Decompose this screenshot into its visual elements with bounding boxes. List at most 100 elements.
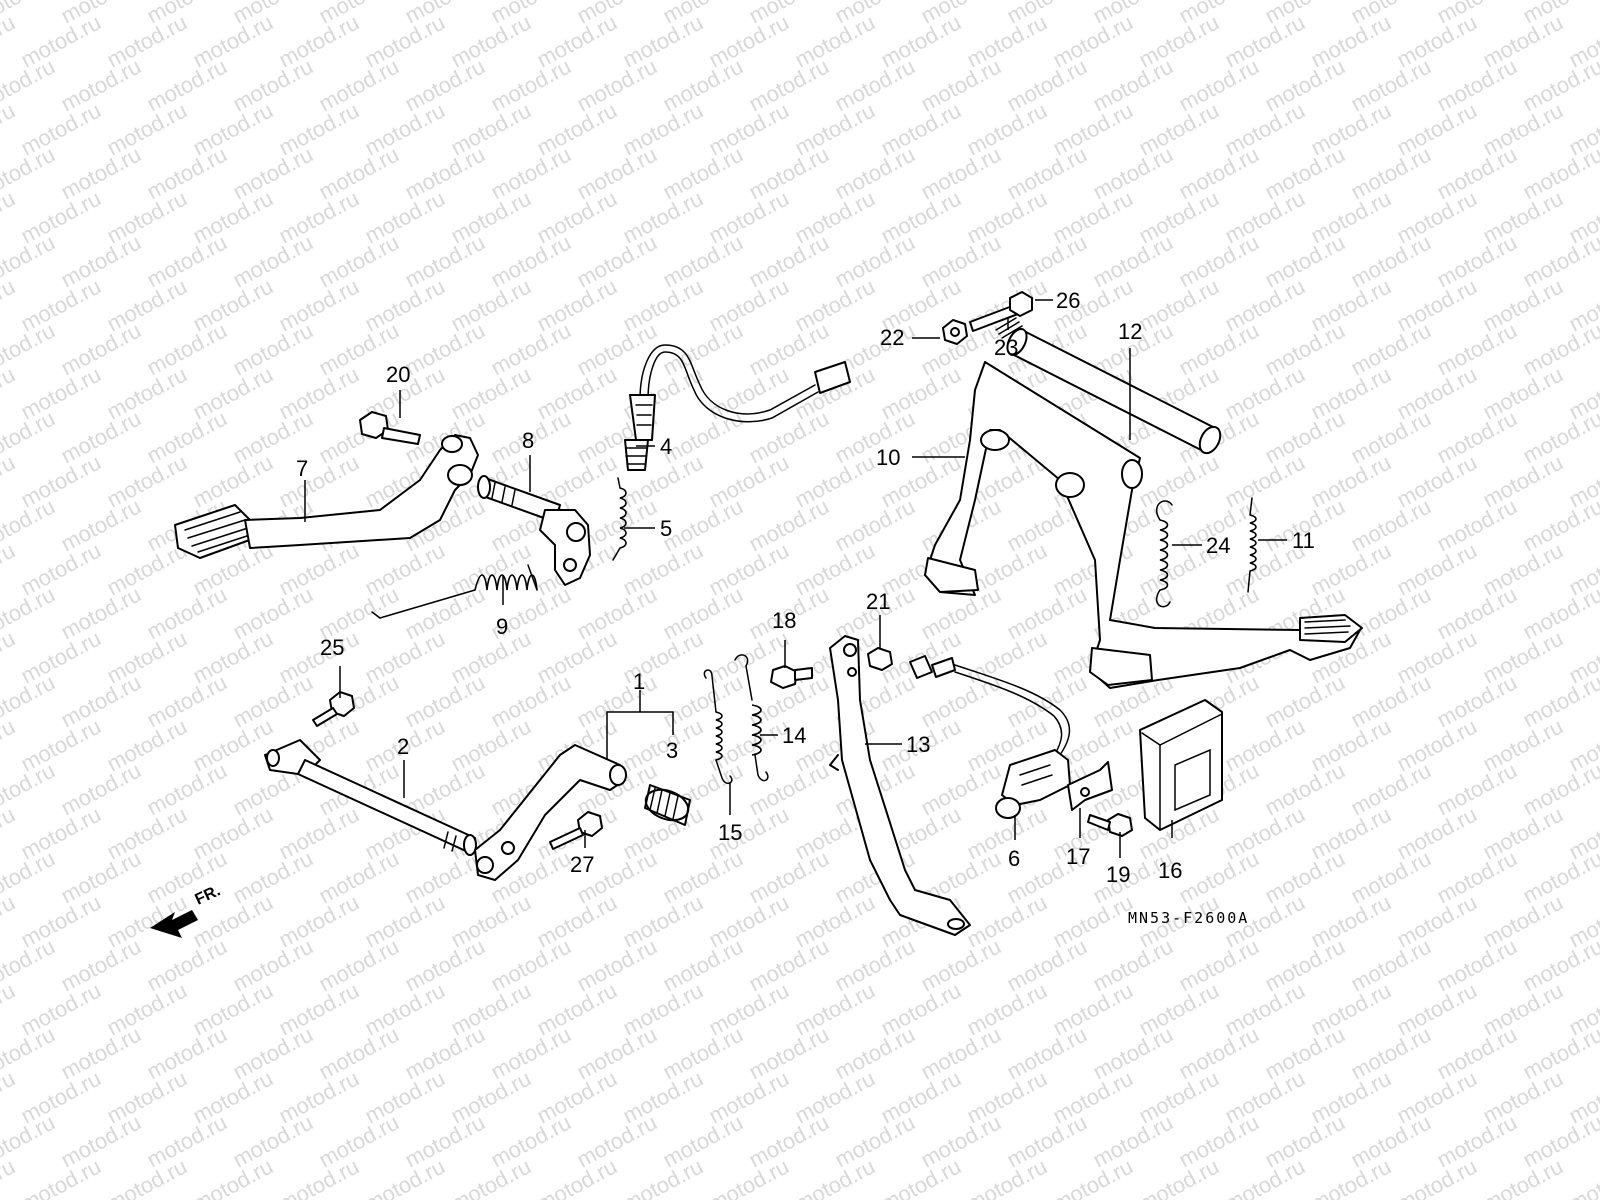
watermark-text: motod.ru [143, 582, 231, 645]
watermark-text: motod.ru [315, 1022, 403, 1085]
watermark-text: motod.ru [573, 582, 661, 645]
part-13-side-stand [829, 635, 971, 936]
watermark-text: motod.ru [0, 1066, 19, 1129]
watermark-text: motod.ru [745, 1110, 833, 1173]
watermark-text: motod.ru [143, 406, 231, 469]
watermark-text: motod.ru [401, 1022, 489, 1085]
watermark-text: motod.ru [831, 230, 919, 293]
callout-11: 11 [1292, 528, 1315, 553]
callout-18: 18 [772, 608, 796, 633]
watermark-text: motod.ru [0, 98, 19, 161]
part-14-spring [734, 654, 769, 782]
watermark-text: motod.ru [1347, 142, 1435, 205]
part-6-side-stand-switch [909, 655, 1071, 819]
callout-1: 1 [633, 669, 645, 694]
leader-lines [304, 299, 1287, 858]
watermark-text: motod.ru [57, 406, 145, 469]
watermark-text: motod.ru [1003, 142, 1091, 205]
callout-15: 15 [718, 820, 742, 845]
watermark-text: motod.ru [315, 230, 403, 293]
watermark-text: motod.ru [1175, 318, 1263, 381]
watermark-text: motod.ru [1261, 54, 1349, 117]
watermark-text: motod.ru [1433, 934, 1521, 997]
watermark-text: motod.ru [229, 670, 317, 733]
watermark-text: motod.ru [229, 318, 317, 381]
watermark-text: motod.ru [487, 230, 575, 293]
callout-24: 24 [1206, 533, 1230, 558]
watermark-text: motod.ru [315, 1110, 403, 1173]
callout-4: 4 [660, 434, 672, 459]
watermark-text: motod.ru [0, 186, 19, 249]
callout-23: 23 [994, 335, 1018, 360]
watermark-text: motod.ru [1135, 1154, 1223, 1200]
part-16-cover [1139, 699, 1223, 831]
part-20-bolt [359, 411, 421, 445]
watermark-text: motod.ru [143, 670, 231, 733]
watermark-text: motod.ru [533, 1154, 621, 1200]
watermark-text: motod.ru [1261, 670, 1349, 733]
watermark-text: motod.ru [0, 626, 19, 689]
callout-26: 26 [1056, 288, 1080, 313]
watermark-text: motod.ru [1433, 846, 1521, 909]
watermark-text: motod.ru [487, 318, 575, 381]
watermark-text: motod.ru [143, 318, 231, 381]
watermark-text: motod.ru [275, 1154, 363, 1200]
watermark-text: motod.ru [1261, 406, 1349, 469]
callout-13: 13 [906, 732, 930, 757]
watermark-text: motod.ru [917, 54, 1005, 117]
part-7-brake-pedal [174, 434, 479, 559]
watermark-text: motod.ru [1175, 1110, 1263, 1173]
watermark-text: motod.ru [1261, 230, 1349, 293]
watermark-text: motod.ru [1433, 1022, 1521, 1085]
watermark-text: motod.ru [1175, 846, 1263, 909]
watermark-text: motod.ru [315, 54, 403, 117]
callout-14: 14 [782, 723, 806, 748]
front-arrow-icon [150, 910, 198, 938]
watermark-text: motod.ru [1261, 1022, 1349, 1085]
watermark-text: motod.ru [659, 54, 747, 117]
watermark-text: motod.ru [659, 846, 747, 909]
watermark-text: motod.ru [1433, 582, 1521, 645]
watermark-text: motod.ru [57, 142, 145, 205]
watermark-text: motod.ru [1003, 934, 1091, 997]
watermark-text: motod.ru [1347, 318, 1435, 381]
watermark-text: motod.ru [917, 934, 1005, 997]
watermark-text: motod.ru [1003, 54, 1091, 117]
watermark-text: motod.ru [487, 142, 575, 205]
callout-7: 7 [296, 456, 308, 481]
watermark-text: motod.ru [659, 142, 747, 205]
watermark-text: motod.ru [103, 1154, 191, 1200]
watermark-text: motod.ru [659, 318, 747, 381]
watermark-text: motod.ru [1089, 1110, 1177, 1173]
callout-21: 21 [866, 589, 890, 614]
watermark-text: motod.ru [1347, 230, 1435, 293]
watermark-text: motod.ru [487, 934, 575, 997]
watermark-text: motod.ru [1347, 1110, 1435, 1173]
watermark-text: motod.ru [57, 582, 145, 645]
watermark-text: motod.ru [1347, 582, 1435, 645]
callout-6: 6 [1008, 846, 1020, 871]
watermark-text: motod.ru [745, 846, 833, 909]
part-15-spring [703, 669, 733, 785]
watermark-text: motod.ru [1307, 1154, 1395, 1200]
watermark-text: motod.ru [229, 846, 317, 909]
watermark-text: motod.ru [1433, 406, 1521, 469]
watermark-text: motod.ru [143, 1110, 231, 1173]
watermark-text: motod.ru [1175, 142, 1263, 205]
watermark-text: motod.ru [229, 1022, 317, 1085]
watermark-text: motod.ru [917, 230, 1005, 293]
watermark-text: motod.ru [401, 142, 489, 205]
part-24-stand-spring [1155, 500, 1173, 608]
watermark-text: motod.ru [487, 54, 575, 117]
watermark-text: motod.ru [1347, 494, 1435, 557]
watermark-text: motod.ru [745, 230, 833, 293]
watermark-text: motod.ru [1089, 1022, 1177, 1085]
watermark-text: motod.ru [401, 670, 489, 733]
watermark-text: motod.ru [0, 362, 19, 425]
watermark-text: motod.ru [1175, 230, 1263, 293]
watermark-text: motod.ru [573, 670, 661, 733]
watermark-text: motod.ru [0, 538, 19, 601]
part-12-pivot-pipe [1006, 328, 1222, 455]
watermark-text: motod.ru [57, 670, 145, 733]
watermark-text: motod.ru [57, 934, 145, 997]
